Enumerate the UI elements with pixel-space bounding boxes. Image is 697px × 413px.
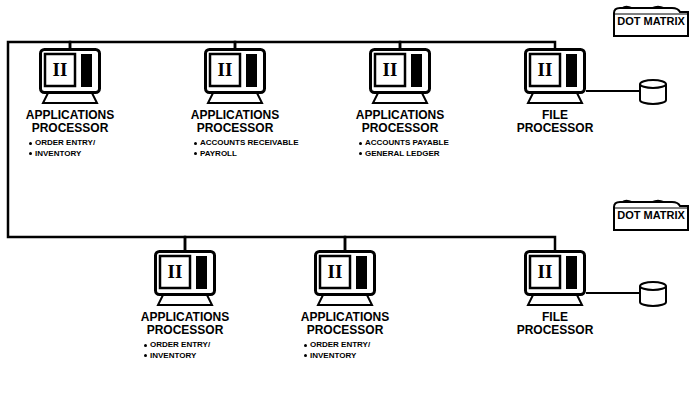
function-item: INVENTORY xyxy=(304,351,370,362)
model-badge: II xyxy=(375,54,405,86)
computer-node: II APPLICATIONS PROCESSOR ORDER ENTRY/INVE… xyxy=(280,250,410,362)
bullet-dot xyxy=(29,152,32,155)
function-item: PAYROLL xyxy=(194,149,299,160)
bus-connector xyxy=(70,42,235,48)
function-text: ORDER ENTRY/ xyxy=(35,138,95,147)
model-badge: II xyxy=(210,54,240,86)
computer-icon xyxy=(369,48,431,104)
function-item: GENERAL LEDGER xyxy=(359,149,449,160)
function-list: ORDER ENTRY/INVENTORY xyxy=(5,138,95,160)
function-item: ACCOUNTS RECEIVABLE xyxy=(194,138,299,149)
disk-top xyxy=(640,282,666,290)
bullet-dot xyxy=(359,142,362,145)
computer: II xyxy=(524,250,586,306)
function-text: INVENTORY xyxy=(150,351,196,360)
processor-title: FILE PROCESSOR xyxy=(505,311,605,336)
bus-connector xyxy=(8,42,185,250)
bus-connector xyxy=(235,42,400,48)
function-list: ORDER ENTRY/INVENTORY xyxy=(120,340,210,362)
processor-title: APPLICATIONS PROCESSOR xyxy=(295,311,395,336)
function-item: ORDER ENTRY/ xyxy=(144,340,210,351)
computer-icon xyxy=(524,48,586,104)
computer-node: II APPLICATIONS PROCESSOR ACCOUNTS PAYABLE… xyxy=(335,48,465,160)
computer-node: II APPLICATIONS PROCESSOR ACCOUNTS RECEIVA… xyxy=(170,48,300,160)
computer: II xyxy=(369,48,431,104)
disk-cable xyxy=(586,90,640,92)
function-item: ORDER ENTRY/ xyxy=(304,340,370,351)
function-text: ORDER ENTRY/ xyxy=(310,340,370,349)
function-text: ORDER ENTRY/ xyxy=(150,340,210,349)
bullet-dot xyxy=(144,344,147,347)
function-text: PAYROLL xyxy=(200,149,237,158)
model-badge: II xyxy=(45,54,75,86)
computer-icon xyxy=(314,250,376,306)
function-list: ACCOUNTS RECEIVABLE PAYROLL xyxy=(170,138,299,160)
printer-label: DOT MATRIX xyxy=(612,5,690,27)
bus-connector xyxy=(400,42,555,48)
processor-title: APPLICATIONS PROCESSOR xyxy=(185,109,285,134)
function-item: ACCOUNTS PAYABLE xyxy=(359,138,449,149)
model-badge: II xyxy=(160,256,190,288)
function-item: ORDER ENTRY/ xyxy=(29,138,95,149)
bullet-dot xyxy=(359,152,362,155)
computer: II xyxy=(204,48,266,104)
computer-node: II APPLICATIONS PROCESSOR ORDER ENTRY/INVE… xyxy=(120,250,250,362)
printer-box: DOT MATRIX xyxy=(612,199,690,231)
function-list: ACCOUNTS PAYABLE GENERAL LEDGER xyxy=(335,138,449,160)
bullet-dot xyxy=(144,354,147,357)
bullet-dot xyxy=(194,142,197,145)
function-list: ORDER ENTRY/INVENTORY xyxy=(280,340,370,362)
printer-label: DOT MATRIX xyxy=(612,199,690,221)
function-item: INVENTORY xyxy=(29,149,95,160)
processor-title: APPLICATIONS PROCESSOR xyxy=(350,109,450,134)
function-text: GENERAL LEDGER xyxy=(365,149,440,158)
computer: II xyxy=(314,250,376,306)
computer: II xyxy=(39,48,101,104)
processor-title: APPLICATIONS PROCESSOR xyxy=(135,311,235,336)
bullet-dot xyxy=(304,344,307,347)
computer-icon xyxy=(204,48,266,104)
model-badge: II xyxy=(320,256,350,288)
computer-icon xyxy=(524,250,586,306)
disk-cable xyxy=(586,292,640,294)
model-badge: II xyxy=(530,54,560,86)
computer-node: II FILE PROCESSOR xyxy=(490,250,620,336)
computer: II xyxy=(524,48,586,104)
function-text: INVENTORY xyxy=(310,351,356,360)
computer-icon xyxy=(154,250,216,306)
computer-icon xyxy=(39,48,101,104)
bus-connector xyxy=(345,237,555,250)
processor-title: APPLICATIONS PROCESSOR xyxy=(20,109,120,134)
bullet-dot xyxy=(304,354,307,357)
function-text: INVENTORY xyxy=(35,149,81,158)
printer-box: DOT MATRIX xyxy=(612,5,690,37)
computer-node: II FILE PROCESSOR xyxy=(490,48,620,134)
bullet-dot xyxy=(29,142,32,145)
computer: II xyxy=(154,250,216,306)
function-item: INVENTORY xyxy=(144,351,210,362)
function-text: ACCOUNTS PAYABLE xyxy=(365,138,449,147)
model-badge: II xyxy=(530,256,560,288)
disk-top xyxy=(640,80,666,88)
computer-node: II APPLICATIONS PROCESSOR ORDER ENTRY/INVE… xyxy=(5,48,135,160)
bullet-dot xyxy=(194,152,197,155)
function-text: ACCOUNTS RECEIVABLE xyxy=(200,138,299,147)
bus-connector xyxy=(185,237,345,250)
processor-title: FILE PROCESSOR xyxy=(505,109,605,134)
